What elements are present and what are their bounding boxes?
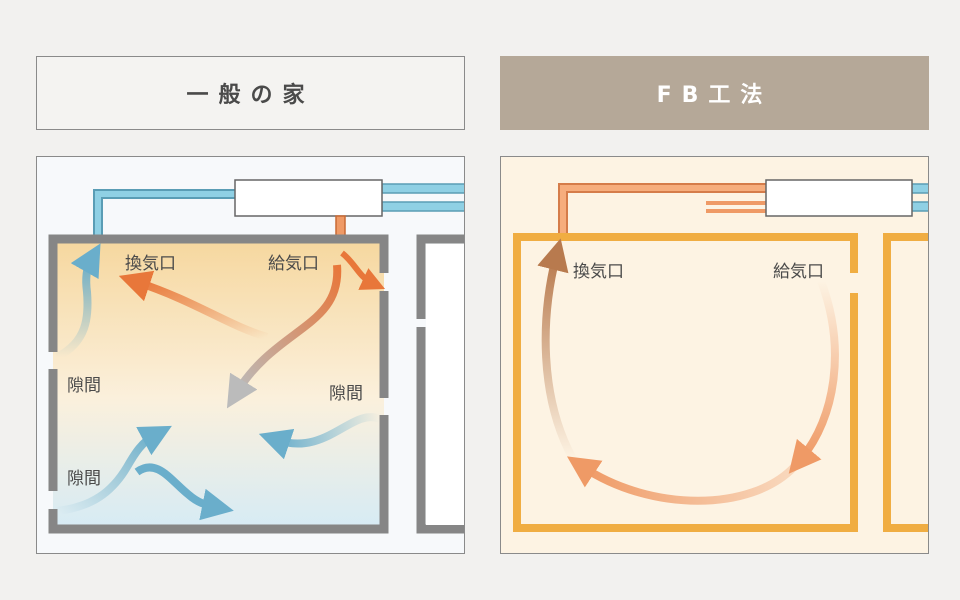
general-house-diagram: 換気口 給気口 隙間 隙間 隙間	[36, 156, 465, 554]
wall-bottom	[48, 415, 389, 534]
supply-duct-line-2	[706, 209, 768, 213]
air-arrow-gap-to-exhaust	[55, 243, 101, 361]
label-supply-right: 給気口	[773, 262, 824, 282]
duct-outside-lower	[381, 201, 464, 212]
air-arrow-supply-down	[226, 264, 342, 409]
label-gap-right: 隙間	[329, 384, 363, 404]
ventilation-unit	[234, 179, 383, 217]
air-arrow-up-to-exhaust	[537, 238, 577, 461]
air-arrow-to-exhaust	[118, 270, 269, 341]
label-gap-upper: 隙間	[67, 376, 101, 396]
duct-outside-right-lower	[910, 201, 928, 212]
wall-fb-room	[513, 233, 858, 532]
ventilation-unit-right	[765, 179, 913, 217]
general-house-svg	[48, 179, 464, 534]
label-exhaust-right: 換気口	[573, 262, 624, 282]
air-arrow-supply-leak	[340, 250, 386, 290]
wall-top	[48, 234, 389, 352]
label-supply-left: 給気口	[268, 254, 319, 274]
next-room-wall-upper	[416, 234, 464, 319]
air-arrow-bottom-loop	[566, 456, 797, 505]
air-arrow-lower-gap-up	[56, 425, 172, 515]
exhaust-duct-outline	[93, 189, 236, 240]
air-arrow-supply-down-right	[788, 279, 839, 474]
air-arrow-right-gap	[258, 413, 382, 460]
label-exhaust-left: 換気口	[125, 254, 176, 274]
duct-outside-right-upper	[910, 183, 928, 194]
room-interior	[53, 239, 384, 529]
duct-outside-upper	[381, 183, 464, 194]
wall-fb-next-room	[883, 233, 928, 532]
title-general-house: 一般の家	[36, 56, 465, 130]
exhaust-duct	[95, 191, 236, 240]
next-room-interior	[426, 244, 464, 525]
supply-duct-line-1	[706, 201, 768, 205]
fb-method-diagram: 換気口 給気口	[500, 156, 929, 554]
next-room-wall-lower	[416, 327, 464, 534]
title-fb-method: FB工法	[500, 56, 929, 130]
label-gap-lower: 隙間	[67, 469, 101, 489]
exhaust-duct-right	[560, 185, 767, 237]
air-arrow-lower-gap-right	[134, 463, 234, 521]
fb-method-svg	[513, 179, 928, 532]
